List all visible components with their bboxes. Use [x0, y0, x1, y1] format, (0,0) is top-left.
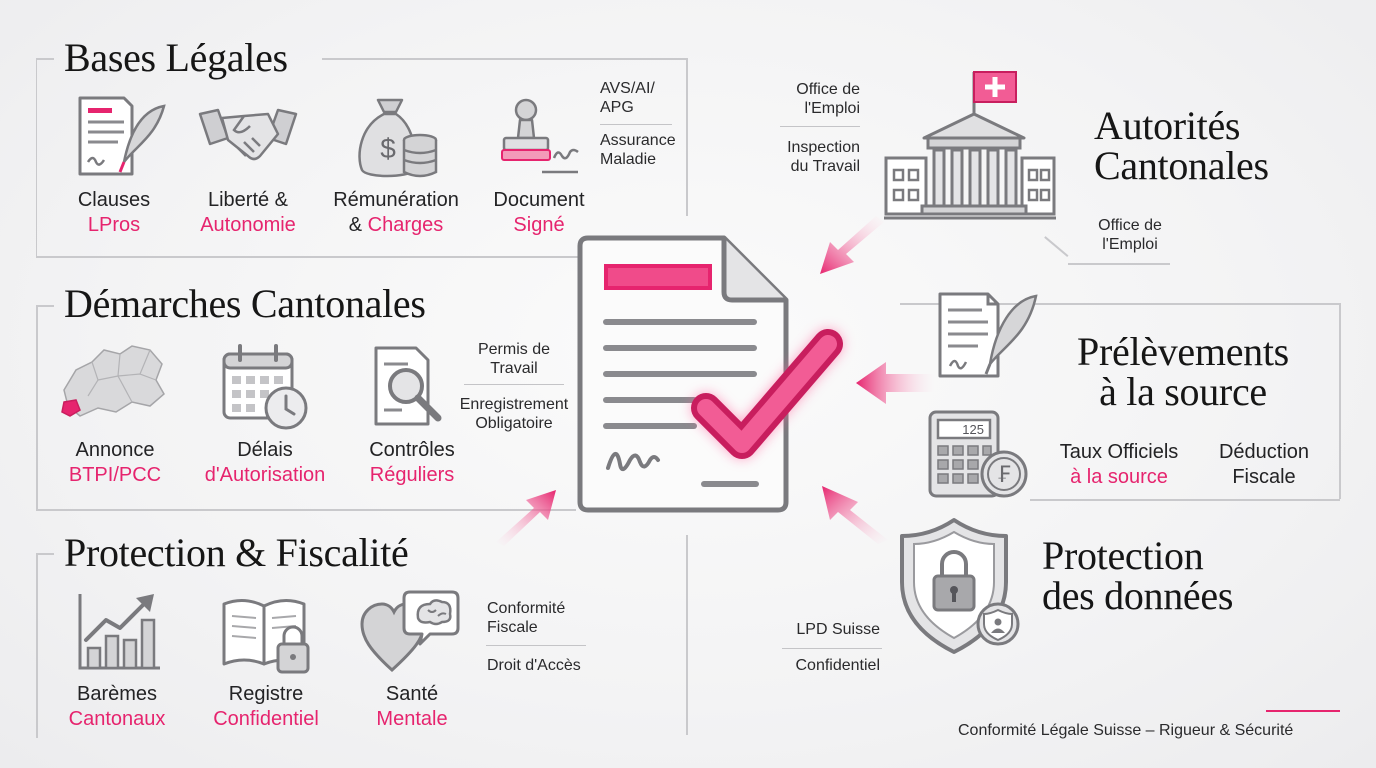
calculator-coin-icon: 125 ₣: [928, 410, 1028, 498]
government-building-swiss-flag-icon: [884, 71, 1056, 220]
bases-item-liberte: Liberté & Autonomie: [200, 189, 296, 236]
svg-text:$: $: [380, 133, 396, 164]
bases-frame: [36, 58, 687, 256]
fisc-item-baremes: Barèmes Cantonaux: [68, 683, 166, 730]
demarches-note-enregistrement: Enregistrement Obligatoire: [459, 396, 569, 432]
growth-chart-icon: [78, 594, 160, 670]
bases-note-assurance: Assurance Maladie: [600, 132, 676, 168]
autorites-note-office-1: Office de l'Emploi: [796, 81, 860, 117]
contract-quill-icon: [78, 96, 166, 176]
coin-symbol: ₣: [997, 463, 1011, 488]
prelevements-title: Prélèvements à la source: [1077, 329, 1289, 414]
footer-tagline: Conformité Légale Suisse – Rigueur & Séc…: [958, 722, 1294, 739]
handshake-icon: [198, 108, 298, 161]
fisc-item-sante: Santé Mentale: [376, 683, 448, 730]
prelevements-item-deduction: Déduction Fiscale: [1218, 441, 1310, 488]
demarches-item-delais: Délais d'Autorisation: [204, 439, 326, 486]
demarches-item-controles: Contrôles Réguliers: [369, 439, 455, 486]
autorites-title: Autorités Cantonales: [1094, 103, 1269, 188]
shield-lock-icon: [900, 518, 1020, 654]
calendar-clock-icon: [222, 344, 308, 430]
arrow-to-document-bottomright: [822, 486, 888, 544]
demarches-title: Démarches Cantonales: [64, 281, 426, 326]
bases-note-avs: AVS/AI/ APG: [600, 80, 655, 116]
fisc-item-registre: Registre Confidentiel: [213, 683, 319, 730]
fisc-note-acces: Droit d'Accès: [487, 657, 581, 674]
contract-quill-icon-2: [938, 292, 1038, 378]
donnees-note-confidentiel: Confidentiel: [795, 657, 881, 674]
bases-item-clauses: Clauses LPros: [77, 189, 151, 236]
bases-item-remuneration: Rémunération & Charges: [333, 189, 459, 236]
donnees-note-lpd: LPD Suisse: [796, 621, 880, 638]
arrow-to-document-topright: [820, 216, 884, 274]
demarches-item-annonce: Annonce BTPI/PCC: [68, 439, 162, 486]
arrow-to-document-bottomleft: [496, 490, 556, 546]
calculator-display: 125: [962, 422, 984, 437]
central-document-check-icon: [577, 235, 843, 513]
stamp-icon: [501, 98, 579, 174]
protection-fisc-title: Protection & Fiscalité: [64, 530, 409, 575]
autorites-note-office-2: Office de l'Emploi: [1098, 217, 1162, 253]
autorites-note-inspection: Inspection du Travail: [787, 139, 860, 175]
bases-title: Bases Légales: [64, 35, 288, 80]
money-bag-coins-icon: $: [358, 98, 438, 178]
arrow-to-document-right: [856, 362, 934, 404]
donnees-title: Protection des données: [1042, 533, 1234, 618]
demarches-note-permis: Permis de Travail: [477, 341, 551, 377]
locked-book-icon: [222, 599, 310, 674]
document-magnifier-icon: [374, 346, 442, 426]
heart-brain-icon: [360, 590, 460, 673]
swiss-map-icon: [61, 345, 165, 417]
fisc-note-conformite: Conformité Fiscale: [487, 600, 566, 636]
prelevements-item-taux: Taux Officiels à la source: [1059, 441, 1179, 488]
bases-item-document: Document Signé: [493, 189, 585, 236]
